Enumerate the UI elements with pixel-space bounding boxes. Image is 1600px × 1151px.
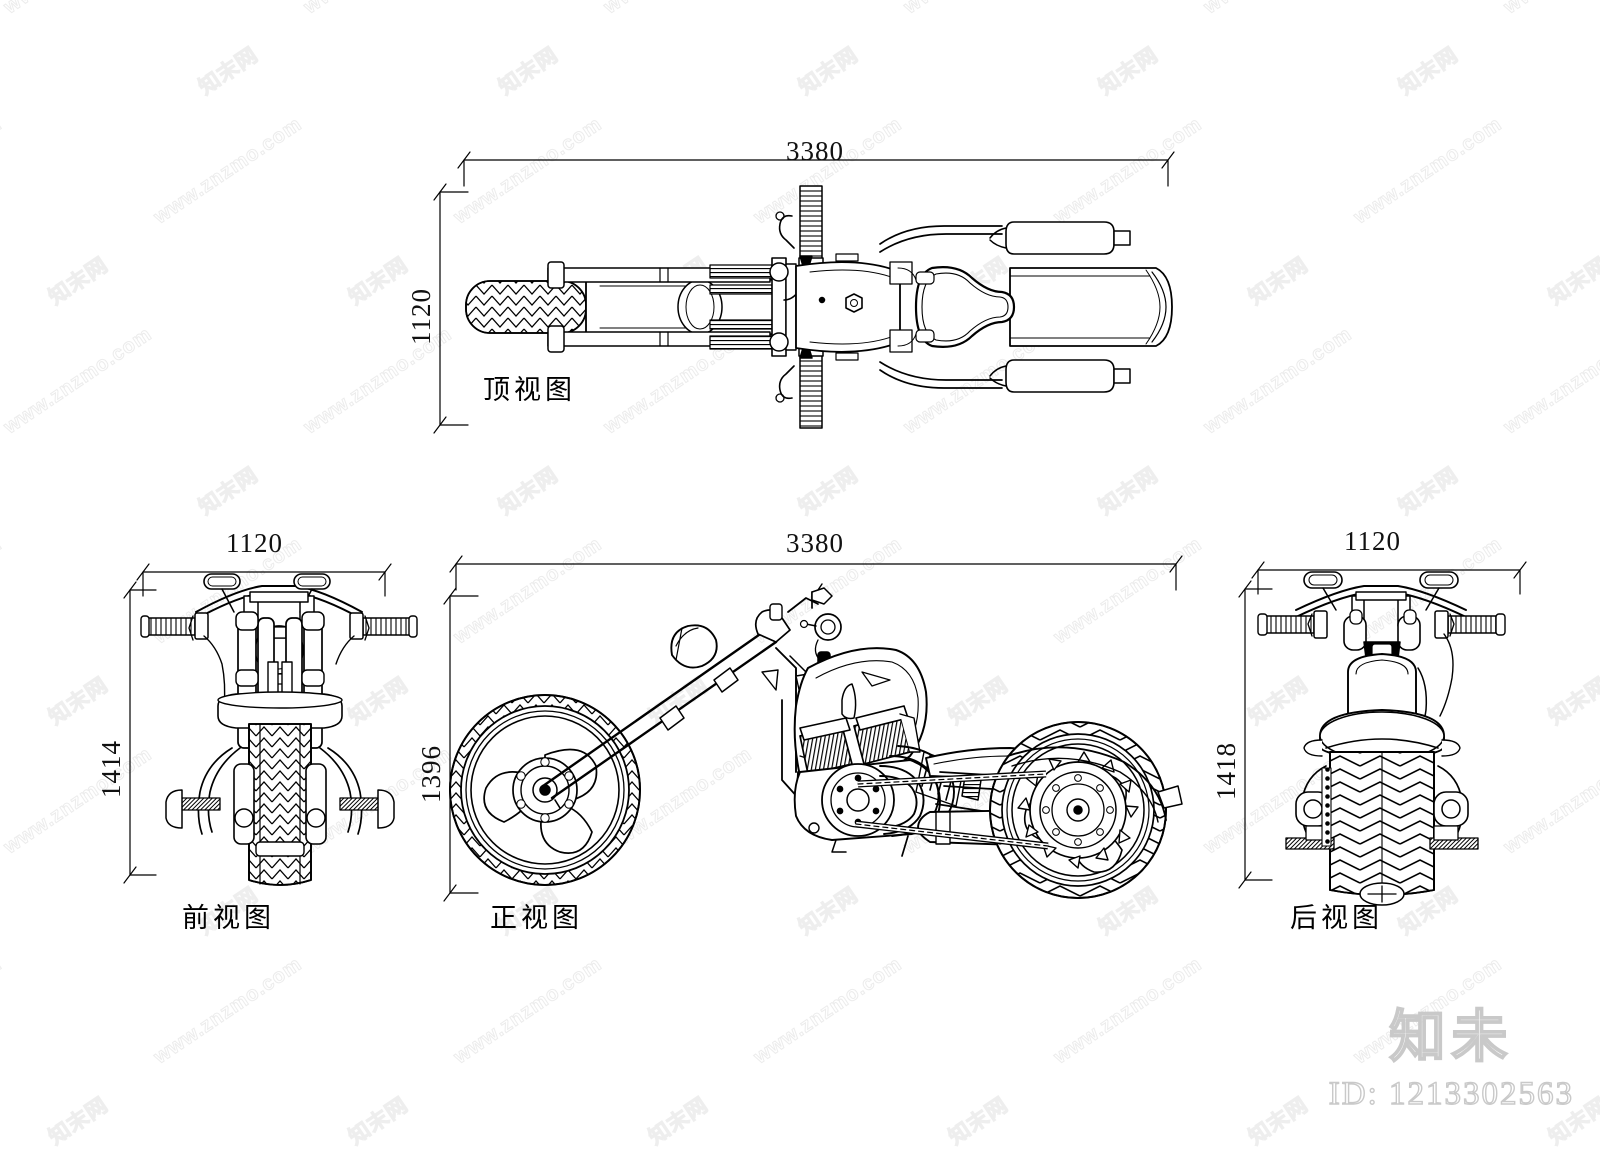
dim-side-width: 3380 bbox=[786, 528, 844, 558]
front-view-drawing bbox=[140, 573, 418, 886]
dim-rear-width: 1120 bbox=[1344, 526, 1401, 556]
dimension-lines bbox=[123, 151, 1527, 902]
label-top-view: 顶视图 bbox=[483, 375, 576, 406]
dim-front-width: 1120 bbox=[226, 528, 283, 558]
top-view-drawing bbox=[465, 185, 1173, 429]
dim-front-height: 1414 bbox=[96, 740, 126, 798]
dim-rear-height: 1418 bbox=[1211, 742, 1241, 800]
dim-top-height: 1120 bbox=[406, 288, 436, 345]
brand-block: 知未 ID: 1213302563 bbox=[1328, 1005, 1574, 1113]
brand-logo: 知未 bbox=[1388, 1005, 1514, 1070]
label-side-view: 正视图 bbox=[490, 903, 583, 934]
label-front-view: 前视图 bbox=[182, 903, 275, 934]
label-rear-view: 后视图 bbox=[1290, 903, 1383, 934]
side-view-drawing bbox=[449, 583, 1183, 899]
dim-side-height: 1396 bbox=[416, 745, 446, 803]
brand-id: ID: 1213302563 bbox=[1328, 1075, 1574, 1112]
rear-view-drawing bbox=[1257, 571, 1506, 906]
dim-top-width: 3380 bbox=[786, 136, 844, 166]
